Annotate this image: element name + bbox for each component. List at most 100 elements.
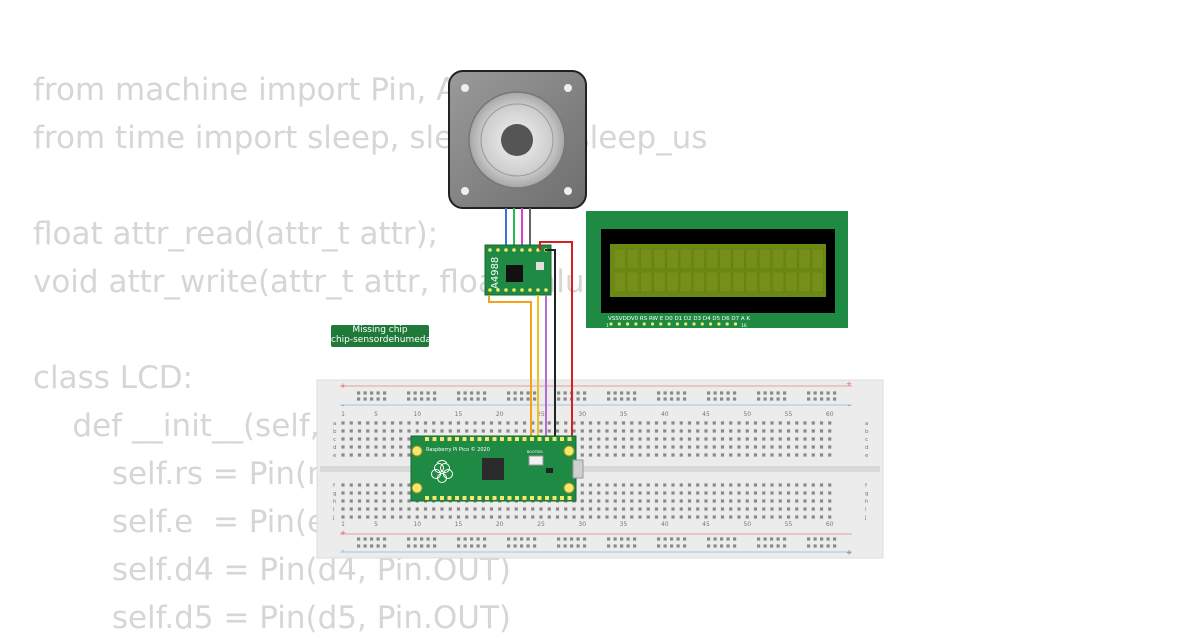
a4988-driver[interactable]: A4988 (484, 244, 552, 296)
breadboard-hole (341, 445, 345, 449)
breadboard-hole (399, 499, 403, 503)
breadboard-hole (580, 453, 584, 457)
rail-hole (520, 397, 524, 401)
breadboard-column-number: 55 (785, 521, 793, 528)
rail-hole (557, 544, 561, 548)
driver-pin (496, 288, 500, 292)
pico-pin (425, 437, 429, 441)
breadboard-hole (712, 483, 716, 487)
breadboard-hole (729, 421, 733, 425)
breadboard-hole (704, 499, 708, 503)
rail-minus-label: - (342, 402, 345, 410)
breadboard-hole (630, 453, 634, 457)
breadboard-hole (638, 421, 642, 425)
breadboard-hole (729, 515, 733, 519)
breadboard-hole (357, 453, 362, 457)
rail-hole (483, 397, 487, 401)
pico-pin (560, 437, 564, 441)
breadboard-hole (712, 445, 716, 449)
driver-pin (536, 248, 540, 252)
missing-chip-name: chip-sensordehumedad (331, 335, 429, 345)
lcd-pin (667, 322, 671, 326)
breadboard-row-letter: a (865, 421, 868, 427)
pico-label: Raspberry Pi Pico © 2020 (426, 446, 490, 453)
rail-hole (720, 397, 724, 401)
lcd-char-cell (719, 248, 732, 270)
rail-hole (620, 537, 624, 541)
raspberry-pi-pico[interactable]: Raspberry Pi Pico © 2020 BOOTSEL (410, 435, 584, 502)
breadboard-hole (597, 507, 601, 511)
rail-hole (533, 391, 537, 395)
rail-hole (720, 391, 724, 395)
pico-pin (485, 437, 489, 441)
rail-hole (563, 544, 567, 548)
breadboard-hole (679, 515, 683, 519)
lcd-display[interactable]: VSSVDDV0 RS RW E D0 D1 D2 D3 D4 D5 D6 D7… (586, 211, 848, 329)
breadboard-hole (745, 491, 749, 495)
breadboard-hole (646, 507, 650, 511)
breadboard-hole (753, 453, 758, 457)
breadboard-hole (811, 515, 815, 519)
breadboard-hole (745, 483, 749, 487)
lcd-char-cell (692, 248, 705, 270)
rail-hole (833, 397, 837, 401)
rail-hole (363, 397, 367, 401)
breadboard-hole (456, 515, 461, 519)
rail-hole (420, 397, 424, 401)
breadboard-hole (828, 483, 832, 487)
breadboard-hole (712, 515, 716, 519)
rail-hole (807, 537, 811, 541)
breadboard-hole (465, 515, 469, 519)
rail-hole (670, 537, 674, 541)
breadboard-hole (745, 507, 749, 511)
breadboard-hole (588, 445, 593, 449)
breadboard-hole (605, 491, 609, 495)
rail-hole (707, 544, 711, 548)
pico-pin (567, 437, 572, 441)
breadboard-column-number: 20 (496, 411, 504, 418)
breadboard-hole (687, 491, 692, 495)
rail-hole (526, 544, 530, 548)
breadboard-hole (374, 421, 378, 425)
breadboard-hole (580, 445, 584, 449)
breadboard-hole (481, 515, 485, 519)
breadboard-hole (687, 483, 692, 487)
breadboard-hole (803, 421, 807, 425)
breadboard[interactable]: 1155101015152020252530303535404045455050… (316, 379, 884, 559)
pico-pin (432, 437, 437, 441)
pico-pin (425, 496, 429, 500)
breadboard-hole (704, 491, 708, 495)
breadboard-hole (605, 421, 609, 425)
rail-hole (470, 544, 474, 548)
breadboard-hole (671, 507, 675, 511)
breadboard-hole (737, 453, 741, 457)
rail-hole (770, 391, 774, 395)
missing-chip-badge[interactable]: Missing chip chip-sensordehumedad (331, 325, 429, 347)
driver-pin (520, 288, 524, 292)
rail-hole (413, 397, 417, 401)
breadboard-hole (440, 507, 444, 511)
breadboard-hole (819, 437, 824, 441)
lcd-pin (725, 322, 729, 326)
rail-hole (576, 544, 580, 548)
breadboard-hole (514, 421, 518, 425)
breadboard-hole (795, 515, 799, 519)
breadboard-hole (712, 429, 716, 433)
breadboard-hole (357, 437, 362, 441)
stepper-motor[interactable] (448, 70, 587, 209)
breadboard-hole (803, 437, 807, 441)
breadboard-hole (382, 453, 386, 457)
rail-hole (613, 537, 617, 541)
missing-chip-title: Missing chip (352, 325, 408, 335)
rail-hole (713, 397, 717, 401)
breadboard-hole (671, 421, 675, 425)
breadboard-hole (778, 491, 782, 495)
lcd-char-cell (811, 271, 824, 293)
breadboard-hole (720, 483, 725, 487)
breadboard-hole (803, 445, 807, 449)
breadboard-hole (795, 491, 799, 495)
breadboard-column-number: 60 (826, 521, 834, 528)
rail-hole (383, 544, 387, 548)
breadboard-hole (729, 507, 733, 511)
